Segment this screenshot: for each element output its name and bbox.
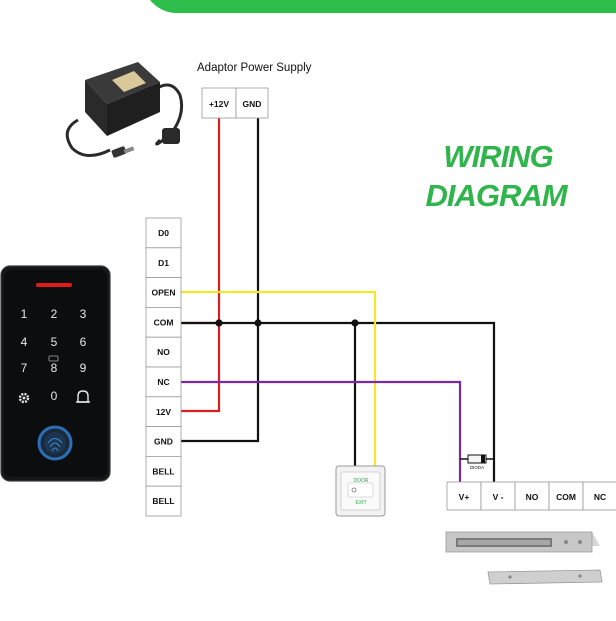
gear-icon bbox=[18, 392, 30, 404]
controller-terminal-label: OPEN bbox=[151, 288, 175, 298]
exit-button-top-label: DOOR bbox=[354, 478, 369, 484]
wires bbox=[181, 118, 496, 482]
adaptor-label: Adaptor Power Supply bbox=[197, 62, 312, 74]
controller-terminal-label: GND bbox=[154, 437, 173, 447]
keypad-key: 0 bbox=[51, 389, 58, 403]
controller-terminal-label: BELL bbox=[152, 496, 174, 506]
controller-terminal-label: 12V bbox=[156, 407, 171, 417]
wire-yellow bbox=[181, 290, 377, 466]
diode: DIODA bbox=[460, 454, 494, 470]
wire-black-gnd bbox=[181, 118, 260, 443]
exit-button-image: DOOR EXIT bbox=[335, 465, 386, 517]
controller-terminal-label: D0 bbox=[158, 228, 169, 238]
lock-terminal-label: V - bbox=[493, 492, 504, 502]
diode-label: DIODA bbox=[470, 465, 484, 470]
psu-terminal-label: GND bbox=[243, 99, 262, 109]
exit-button-key-icon bbox=[351, 487, 357, 493]
top-green-band bbox=[150, 0, 616, 13]
keypad-key: 6 bbox=[80, 335, 87, 349]
title-line-2: DIAGRAM bbox=[425, 178, 568, 213]
keypad-key: 5 bbox=[51, 335, 58, 349]
adaptor-image bbox=[65, 62, 184, 158]
junction-dot bbox=[215, 319, 223, 327]
exit-button-bottom-label: EXIT bbox=[355, 500, 366, 506]
wire-black-com bbox=[181, 321, 496, 482]
junction-dot bbox=[351, 319, 359, 327]
lock-terminal-label: NC bbox=[594, 492, 606, 502]
junction-dot bbox=[254, 319, 262, 327]
lock-terminal-block: V+ V - NO COM NC bbox=[446, 481, 616, 511]
controller-terminal-label: NC bbox=[157, 377, 169, 387]
keypad-key: 1 bbox=[21, 307, 28, 321]
keypad-image: 1 2 3 4 5 6 7 8 9 0 bbox=[0, 265, 111, 482]
keypad-key: 4 bbox=[21, 335, 28, 349]
controller-terminal-label: NO bbox=[157, 347, 170, 357]
controller-terminal-label: COM bbox=[154, 317, 174, 327]
magnetic-lock-image bbox=[445, 531, 603, 585]
keypad-key: 3 bbox=[80, 307, 87, 321]
keypad-key: 9 bbox=[80, 361, 87, 375]
lock-terminal-label: NO bbox=[526, 492, 539, 502]
wire-purple bbox=[181, 380, 462, 482]
psu-terminal-label: +12V bbox=[209, 99, 229, 109]
key-icon bbox=[48, 355, 59, 362]
fingerprint-sensor-icon bbox=[37, 425, 73, 461]
controller-terminal-label: BELL bbox=[152, 466, 174, 476]
lock-terminal-label: V+ bbox=[459, 492, 470, 502]
keypad-key: 8 bbox=[51, 361, 58, 375]
lock-terminal-label: COM bbox=[556, 492, 576, 502]
controller-terminal-label: D1 bbox=[158, 258, 169, 268]
psu-terminal-block: +12V GND bbox=[201, 87, 269, 119]
keypad-led-bar bbox=[36, 283, 72, 287]
title-line-1: WIRING bbox=[443, 139, 553, 174]
bell-icon bbox=[76, 390, 90, 403]
keypad-key: 2 bbox=[51, 307, 58, 321]
wire-red bbox=[181, 118, 221, 413]
keypad-key: 7 bbox=[21, 361, 28, 375]
